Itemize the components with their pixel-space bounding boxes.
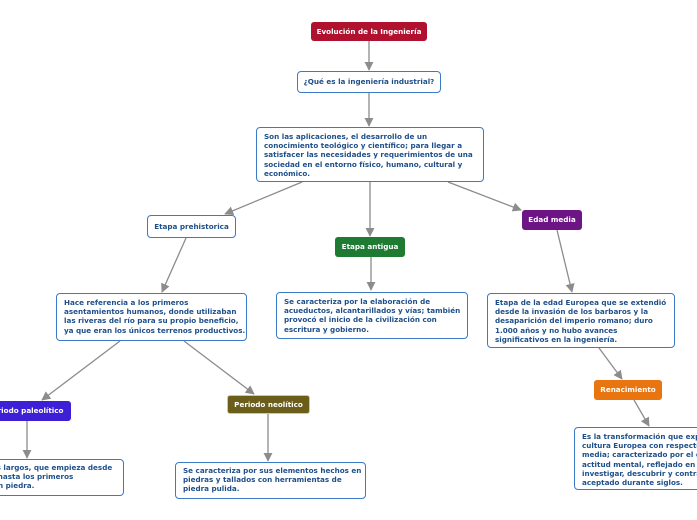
- ancient-description-line: acueductos, alcantarillados y vías; tamb…: [284, 306, 461, 316]
- question-topic-label: ¿Qué es la ingeniería industrial?: [303, 77, 435, 87]
- ancient-description-line: escritura y gobierno.: [284, 324, 369, 334]
- renaissance-description-line: media; caracterizado por el cambio de: [582, 450, 697, 460]
- ancient-description[interactable]: Se caracteriza por la elaboración de acu…: [276, 292, 468, 339]
- ancient-topic[interactable]: Etapa antigua: [335, 237, 405, 257]
- renaissance-description-line: actitud mental, reflejado en el afán de: [582, 459, 697, 469]
- prehistoric-topic-label: Etapa prehistorica: [154, 221, 229, 231]
- middle-age-description-line: Etapa de la edad Europea que se extendió: [495, 298, 667, 307]
- ancient-topic-label: Etapa antigua: [341, 242, 399, 252]
- connector-prehistoric-description: [161, 237, 187, 293]
- ancient-description-line: provocó el inicio de la civilización con: [284, 315, 437, 325]
- neolithic-description-line: piedras y tallados con herramientas de: [183, 475, 342, 485]
- connector-middle-description: [556, 229, 575, 293]
- definition-line: conocimiento teológico y científico; par…: [264, 141, 463, 151]
- renaissance-description[interactable]: Es la transformación que experimentó la …: [574, 427, 697, 490]
- connector-definition-middle: [447, 181, 522, 212]
- connector-prehistoric-paleolithic: [41, 340, 121, 401]
- prehistoric-description-line: las riveras del río para su propio benef…: [64, 316, 239, 326]
- renaissance-description-line: Es la transformación que experimentó la: [582, 432, 697, 441]
- prehistoric-description[interactable]: Hace referencia a los primeros asentamie…: [56, 293, 247, 341]
- renaissance-topic-label: Renacimiento: [600, 385, 656, 395]
- neolithic-description-line: piedra pulida.: [183, 484, 240, 494]
- prehistoric-topic[interactable]: Etapa prehistorica: [147, 215, 236, 238]
- paleolithic-description[interactable]: Los más largos, que empieza desde hace..…: [0, 459, 124, 496]
- renaissance-topic[interactable]: Renacimiento: [594, 380, 662, 400]
- neolithic-description-line: Se caracteriza por sus elementos hechos …: [183, 466, 362, 475]
- connector-definition-prehistoric: [224, 181, 303, 216]
- renaissance-description-line: aceptado durante siglos.: [582, 478, 683, 488]
- prehistoric-description-line: ya que eran los únicos terrenos producti…: [64, 325, 246, 335]
- connector-renaissance-description: [633, 399, 650, 427]
- connector-middle-renaissance: [598, 347, 623, 380]
- definition-line: Son las aplicaciones, el desarrollo de u…: [264, 132, 428, 141]
- middle-age-description-line: desde la invasión de los barbaros y la: [495, 307, 649, 317]
- prehistoric-description-line: Hace referencia a los primeros: [64, 298, 189, 307]
- question-topic[interactable]: ¿Qué es la ingeniería industrial?: [297, 71, 441, 93]
- definition-line: económico.: [264, 168, 311, 178]
- neolithic-description[interactable]: Se caracteriza por sus elementos hechos …: [175, 462, 366, 499]
- middle-age-description[interactable]: Etapa de la edad Europea que se extendió…: [487, 293, 675, 348]
- connector-prehistoric-neolithic: [183, 340, 255, 395]
- paleolithic-topic-label: Periodo paleolítico: [0, 406, 64, 416]
- definition-topic[interactable]: Son las aplicaciones, el desarrollo de u…: [256, 127, 484, 182]
- root-topic[interactable]: Evolución de la Ingeniería: [311, 22, 427, 41]
- root-topic-label: Evolución de la Ingeniería: [316, 26, 422, 36]
- definition-line: satisfacer las necesidades y requerimien…: [264, 150, 473, 160]
- paleolithic-description-line: Los más largos, que empieza desde: [0, 463, 113, 472]
- ancient-description-line: Se caracteriza por la elaboración de: [284, 297, 431, 306]
- paleolithic-description-line: hace... hasta los primeros: [0, 472, 74, 482]
- middle-age-description-line: 1.000 años y no hubo avances: [495, 325, 618, 335]
- definition-line: sociedad en el entorno físico, humano, c…: [264, 159, 463, 169]
- middle-age-topic-label: Edad media: [528, 215, 576, 225]
- middle-age-description-line: desaparición del imperio romano; duro: [495, 316, 653, 326]
- paleolithic-description-line: útiles en piedra.: [0, 481, 35, 491]
- neolithic-topic-label: Periodo neolítico: [234, 399, 303, 409]
- middle-age-topic[interactable]: Edad media: [522, 210, 582, 230]
- paleolithic-topic[interactable]: Periodo paleolítico: [0, 401, 71, 421]
- middle-age-description-line: significativos en la ingeniería.: [495, 334, 618, 344]
- neolithic-topic[interactable]: Periodo neolítico: [227, 395, 310, 414]
- renaissance-description-line: cultura Europea con respecto a la edad: [582, 441, 697, 451]
- prehistoric-description-line: asentamientos humanos, donde utilizaban: [64, 307, 237, 317]
- renaissance-description-line: investigar, descubrir y contrastar lo: [582, 468, 697, 478]
